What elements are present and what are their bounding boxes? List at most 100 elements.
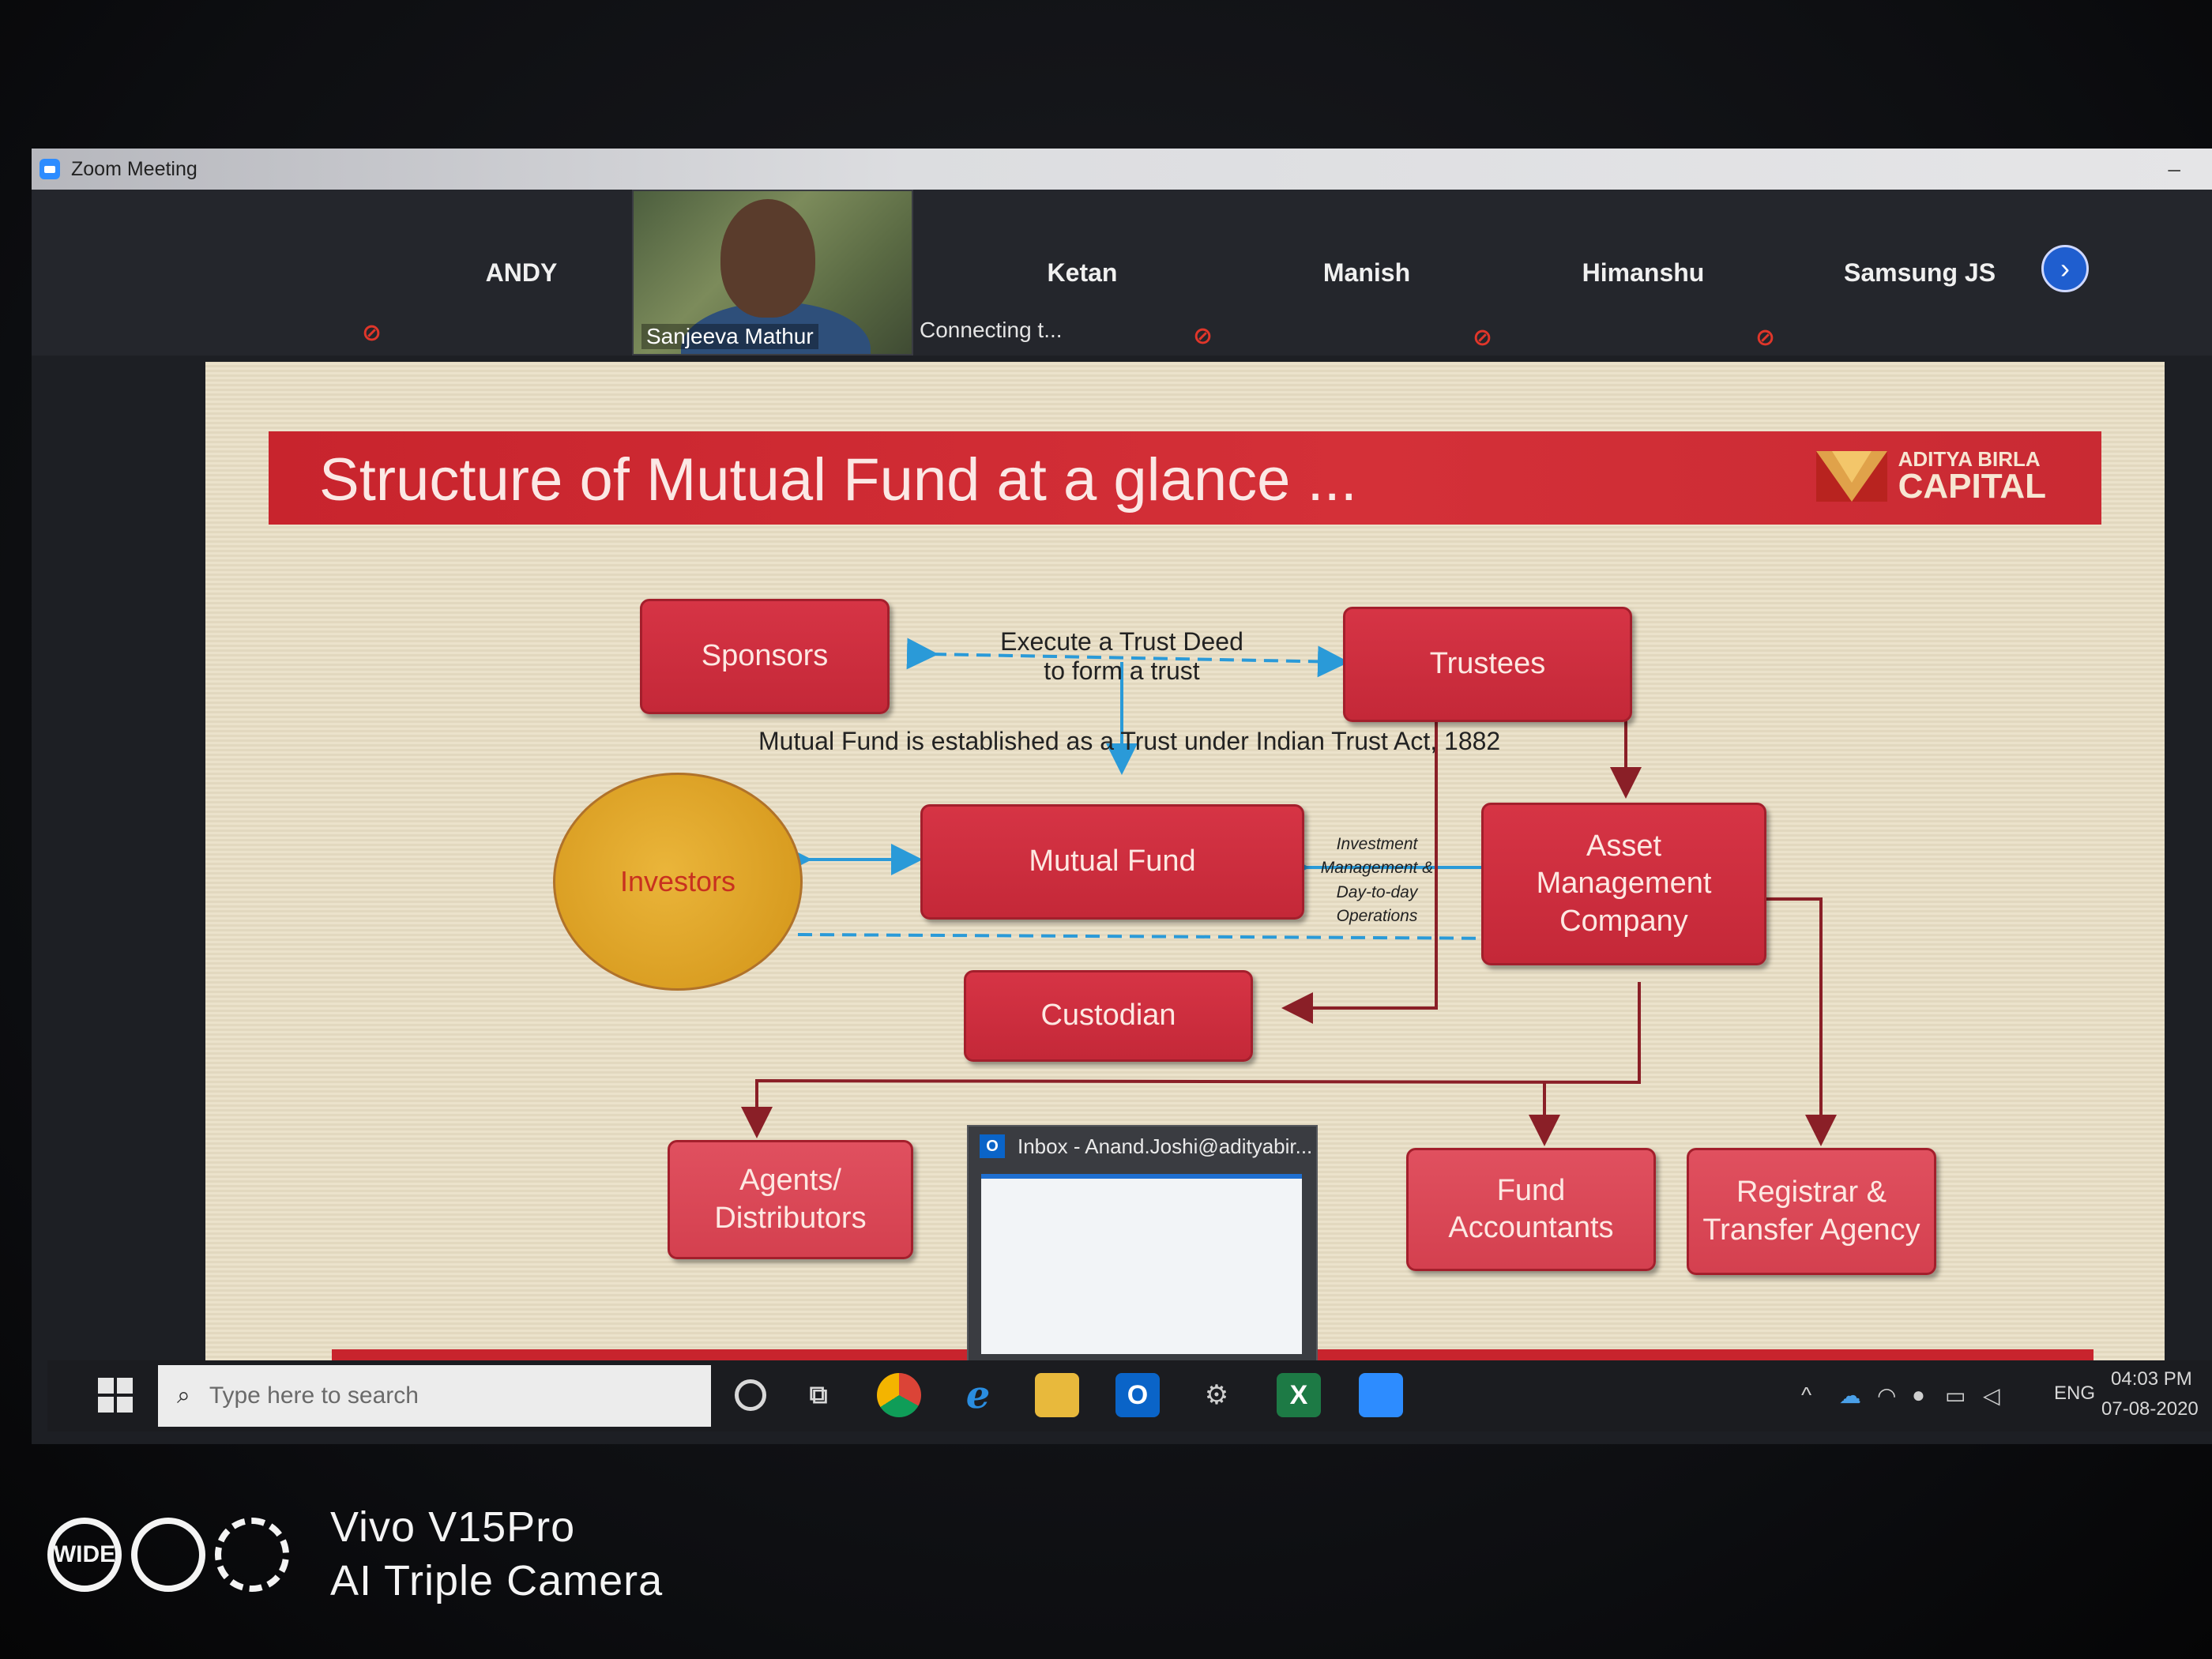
shared-slide: Structure of Mutual Fund at a glance ...… <box>205 362 2165 1365</box>
amc-agents-connector <box>741 982 1641 1138</box>
chevron-right-icon: › <box>2060 252 2070 284</box>
mic-muted-icon: ⊘ <box>362 320 382 346</box>
sponsors-box: Sponsors <box>640 599 890 714</box>
outlook-letter: O <box>1127 1379 1149 1410</box>
participant-name: Manish <box>1322 258 1411 287</box>
participant-name: Himanshu <box>1582 258 1705 287</box>
internet-explorer-icon[interactable]: ℯ <box>965 1375 991 1416</box>
minimize-button[interactable]: – <box>2168 156 2180 181</box>
cortana-icon[interactable] <box>735 1379 766 1411</box>
brand-logo: ADITYA BIRLA CAPITAL <box>1815 449 2046 504</box>
app-icon[interactable]: ⚙ <box>1204 1380 1229 1410</box>
watermark-line: Vivo V15Pro <box>330 1503 576 1551</box>
label-line: to form a trust <box>1044 656 1200 685</box>
wide-lens-icon: WIDE <box>47 1517 122 1592</box>
outlook-window-thumbnail <box>981 1174 1302 1354</box>
aditya-birla-logo-icon <box>1815 451 1887 502</box>
windows-taskbar: ⌕ Type here to search ⧉ ℯ O ⚙ X ^ ☁ ◠ ● … <box>47 1360 2212 1431</box>
clock-time[interactable]: 04:03 PM <box>2111 1368 2192 1390</box>
rta-box: Registrar & Transfer Agency <box>1687 1148 1936 1275</box>
battery-icon[interactable]: ▭ <box>1945 1383 1966 1408</box>
box-label: Trustees <box>1429 647 1546 681</box>
box-label: Custodian <box>1040 999 1176 1033</box>
watermark-text: Vivo V15Pro AI Triple Camera <box>330 1501 663 1608</box>
monitor-screen: Zoom Meeting – ANDY ⊘ Sanjeeva Mathur Ke… <box>32 149 2212 1444</box>
mic-muted-icon: ⊘ <box>1755 325 1776 351</box>
trustees-box: Trustees <box>1343 607 1632 722</box>
brand-name-top: ADITYA BIRLA <box>1898 447 2041 471</box>
investment-mgmt-label: Investment Management & Day-to-day Opera… <box>1310 833 1444 929</box>
box-label: Registrar & <box>1736 1176 1887 1209</box>
box-label: Distributors <box>714 1201 867 1235</box>
trust-deed-label: Execute a Trust Deed to form a trust <box>995 627 1248 686</box>
participant-tile-ketan[interactable]: Ketan <box>964 190 1201 356</box>
custodian-box: Custodian <box>964 970 1253 1062</box>
box-label: Sponsors <box>701 639 829 673</box>
investors-label: Investors <box>619 865 736 897</box>
label-line: Management & <box>1320 859 1434 878</box>
zoom-taskbar-icon[interactable] <box>1359 1373 1403 1417</box>
wifi-icon[interactable]: ◠ <box>1877 1383 1897 1408</box>
box-label: Mutual Fund <box>1029 845 1196 878</box>
task-view-icon[interactable]: ⧉ <box>809 1380 828 1409</box>
box-label: Transfer Agency <box>1702 1213 1920 1247</box>
onedrive-icon[interactable]: ☁ <box>1839 1383 1861 1408</box>
established-label: Mutual Fund is established as a Trust un… <box>758 727 1501 755</box>
trust-deed-connector <box>906 638 1349 678</box>
slide-title: Structure of Mutual Fund at a glance ... <box>319 446 1357 514</box>
mic-muted-icon: ⊘ <box>1193 323 1213 349</box>
participant-tile-andy[interactable]: ANDY <box>403 190 640 356</box>
participant-gallery: ANDY ⊘ Sanjeeva Mathur Ketan Connecting … <box>32 190 2212 356</box>
excel-letter: X <box>1289 1379 1308 1410</box>
participant-name: Samsung JS <box>1843 258 1996 287</box>
participant-tile-manish[interactable]: Manish <box>1248 190 1485 356</box>
system-tray: ^ ☁ ◠ ● ▭ ◁ ENG 04:03 PM 07-08-2020 <box>1770 1360 2212 1431</box>
volume-icon[interactable]: ◁ <box>1983 1383 2000 1408</box>
search-icon: ⌕ <box>177 1382 190 1409</box>
microphone-icon[interactable]: ● <box>1912 1382 1925 1407</box>
taskbar-search-box[interactable]: ⌕ Type here to search <box>158 1365 711 1427</box>
label-line: Execute a Trust Deed <box>1000 627 1243 656</box>
box-label: Company <box>1559 904 1688 938</box>
wide-badge: WIDE <box>53 1540 116 1567</box>
outlook-taskbar-icon[interactable]: O <box>1115 1373 1160 1417</box>
video-participant-name: Sanjeeva Mathur <box>641 324 818 349</box>
fund-accountants-box: Fund Accountants <box>1406 1148 1656 1271</box>
amc-box: Asset Management Company <box>1481 803 1766 965</box>
video-person-head <box>720 199 815 318</box>
chrome-icon[interactable] <box>877 1373 921 1417</box>
box-label: Asset <box>1586 829 1662 863</box>
outlook-thumbnail-preview[interactable]: O Inbox - Anand.Joshi@adityabir... <box>967 1125 1318 1365</box>
mic-muted-icon: ⊘ <box>1473 325 1493 351</box>
excel-icon[interactable]: X <box>1277 1373 1321 1417</box>
box-label: Management <box>1536 867 1712 901</box>
watermark-line: AI Triple Camera <box>330 1556 664 1604</box>
search-placeholder: Type here to search <box>209 1382 419 1409</box>
trustees-custodian-connector <box>1281 709 1438 1024</box>
participant-tile-samsung[interactable]: Samsung JS <box>1801 190 2038 356</box>
clock-date[interactable]: 07-08-2020 <box>2101 1398 2199 1420</box>
next-page-button[interactable]: › <box>2041 245 2089 292</box>
zoom-titlebar: Zoom Meeting – <box>32 149 2212 190</box>
investor-amc-connector <box>797 922 1527 954</box>
participant-name: Ketan <box>1047 258 1118 287</box>
label-line: Operations <box>1336 907 1418 926</box>
participant-name: ANDY <box>485 258 558 287</box>
mutual-fund-box: Mutual Fund <box>920 804 1304 920</box>
box-label: Accountants <box>1448 1211 1614 1244</box>
label-line: Day-to-day <box>1336 882 1418 901</box>
windows-start-icon[interactable] <box>98 1378 133 1413</box>
language-indicator[interactable]: ENG <box>2054 1382 2096 1404</box>
outlook-preview-title: Inbox - Anand.Joshi@adityabir... <box>1018 1134 1313 1158</box>
outlook-icon: O <box>980 1134 1005 1158</box>
amc-rta-connector <box>1766 897 1837 1146</box>
camera-watermark: WIDE Vivo V15Pro AI Triple Camera <box>47 1501 663 1608</box>
file-explorer-icon[interactable] <box>1035 1373 1079 1417</box>
participant-tile-himanshu[interactable]: Himanshu <box>1525 190 1762 356</box>
label-line: Investment <box>1336 835 1418 853</box>
participant-video-sanjeeva[interactable]: Sanjeeva Mathur <box>632 190 913 356</box>
chevron-up-icon[interactable]: ^ <box>1801 1382 1812 1407</box>
window-title: Zoom Meeting <box>71 157 198 180</box>
brand-text: ADITYA BIRLA CAPITAL <box>1898 449 2046 504</box>
investors-circle: Investors <box>553 773 803 991</box>
